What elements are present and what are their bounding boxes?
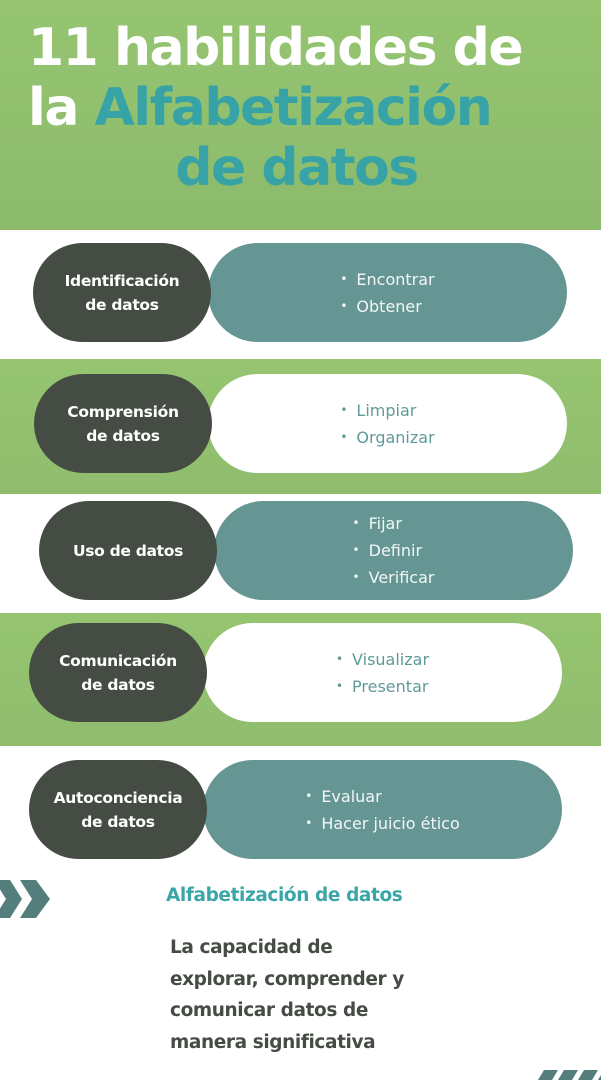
skill-items-pill: •Limpiar •Organizar: [208, 374, 567, 473]
definition-line: explorar, comprender y: [170, 968, 404, 990]
skill-item: •Verificar: [353, 564, 435, 591]
title-line-3: de datos: [175, 138, 419, 198]
title-line-2: la Alfabetización: [28, 78, 601, 138]
skill-item: •Obtener: [340, 293, 434, 320]
definition-line: La capacidad de: [170, 937, 333, 958]
skill-items-pill: •Fijar •Definir •Verificar: [214, 501, 573, 600]
bullet-icon: •: [352, 543, 360, 557]
skill-label-pill: Autoconciencia de datos: [29, 760, 207, 859]
double-chevron-right-icon: [0, 880, 50, 918]
bullet-icon: •: [340, 402, 348, 417]
skill-label-pill: Identificación de datos: [33, 243, 211, 342]
bullet-icon: •: [305, 815, 313, 830]
title-line-1: 11 habilidades de: [28, 18, 524, 78]
definition-title: Alfabetización de datos: [166, 885, 403, 906]
skill-items-list: •Limpiar •Organizar: [340, 397, 434, 451]
skill-row-uso: Uso de datos •Fijar •Definir •Verificar: [0, 494, 601, 613]
skill-items-pill: •Visualizar •Presentar: [203, 623, 562, 722]
diagonal-stripes-icon: [538, 1070, 601, 1080]
header-banner: 11 habilidades de la Alfabetización de d…: [0, 0, 601, 230]
skill-items-list: •Visualizar •Presentar: [336, 646, 429, 700]
definition-line: manera significativa: [170, 1031, 376, 1053]
skill-items-pill: •Encontrar •Obtener: [208, 243, 567, 342]
skill-item: •Hacer juicio ético: [305, 810, 460, 837]
skill-row-identificacion: Identificación de datos •Encontrar •Obte…: [0, 230, 601, 359]
skill-item: •Encontrar: [340, 266, 434, 293]
definition-line: comunicar datos de: [170, 1000, 368, 1021]
skill-items-list: •Fijar •Definir •Verificar: [353, 510, 435, 591]
skill-items-list: •Encontrar •Obtener: [340, 266, 434, 320]
bullet-icon: •: [352, 570, 360, 584]
skill-label-pill: Uso de datos: [39, 501, 217, 600]
definition-body: La capacidad de explorar, comprender y c…: [170, 932, 470, 1058]
skill-label-pill: Comprensión de datos: [34, 374, 212, 473]
skill-item: •Fijar: [353, 510, 435, 537]
skill-items-pill: •Evaluar •Hacer juicio ético: [203, 760, 562, 859]
skill-item: •Evaluar: [305, 783, 460, 810]
skill-row-comunicacion: Comunicación de datos •Visualizar •Prese…: [0, 613, 601, 746]
bullet-icon: •: [352, 516, 360, 530]
title-prefix: la: [28, 78, 79, 138]
bullet-icon: •: [305, 788, 313, 803]
skill-row-autoconciencia: Autoconciencia de datos •Evaluar •Hacer …: [0, 746, 601, 872]
skill-label-pill: Comunicación de datos: [29, 623, 207, 722]
skill-items-list: •Evaluar •Hacer juicio ético: [305, 783, 460, 837]
bullet-icon: •: [340, 298, 348, 313]
bullet-icon: •: [335, 678, 344, 693]
skill-row-comprension: Comprensión de datos •Limpiar •Organizar: [0, 359, 601, 494]
bullet-icon: •: [340, 429, 348, 444]
skill-item: •Limpiar: [340, 397, 434, 424]
bullet-icon: •: [340, 271, 348, 286]
skill-item: •Organizar: [340, 424, 434, 451]
skill-item: •Definir: [353, 537, 435, 564]
bullet-icon: •: [335, 651, 344, 666]
skill-item: •Visualizar: [336, 646, 429, 673]
skill-item: •Presentar: [336, 673, 429, 700]
title-accent: Alfabetización: [94, 78, 493, 138]
